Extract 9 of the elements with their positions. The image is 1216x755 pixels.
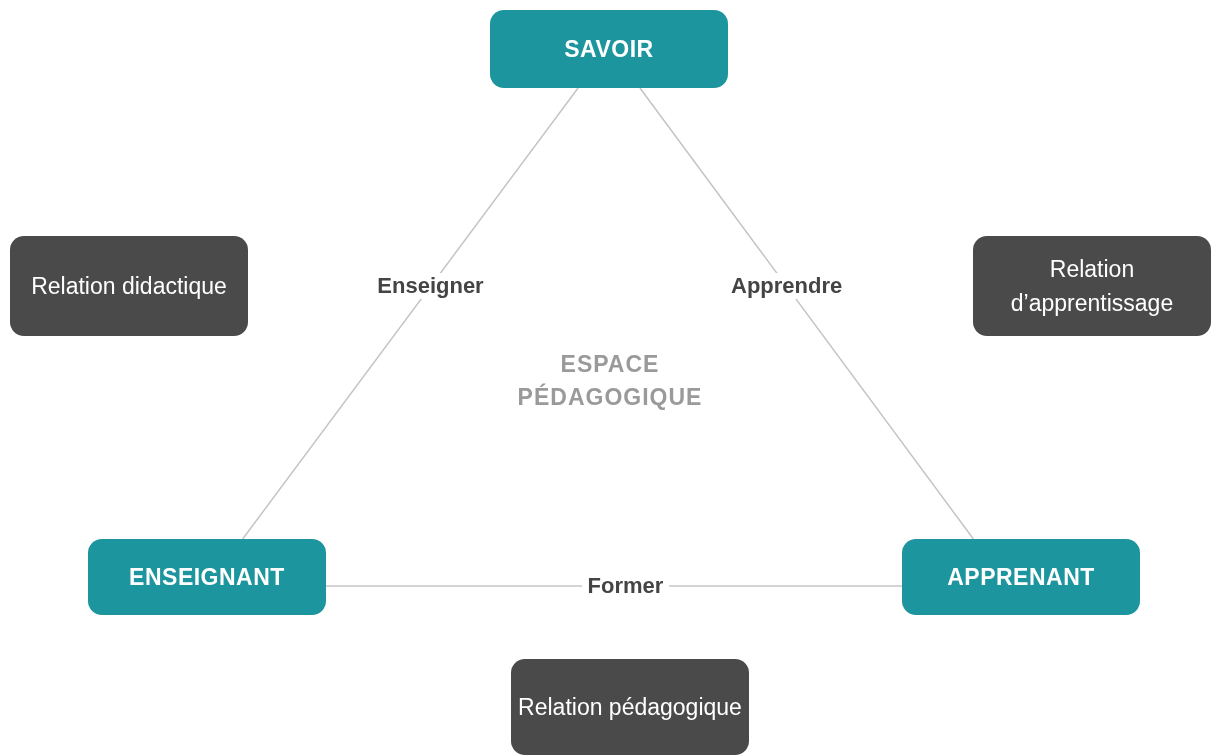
area-label: ESPACE PÉDAGOGIQUE xyxy=(516,350,704,412)
connector-line xyxy=(241,87,579,540)
relation-box: Relation d’apprentissage xyxy=(973,236,1211,336)
relation-box: Relation pédagogique xyxy=(511,659,749,755)
connector-line xyxy=(639,87,975,540)
role-box: ENSEIGNANT xyxy=(88,539,326,615)
role-box: APPRENANT xyxy=(902,539,1140,615)
title-box: SAVOIR xyxy=(490,10,728,88)
relation-box: Relation didactique xyxy=(10,236,248,336)
